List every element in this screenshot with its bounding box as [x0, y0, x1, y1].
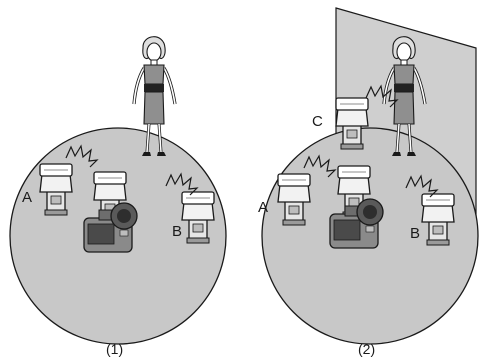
panel-caption-2: (2) — [358, 341, 375, 357]
flash-label-a-1: A — [22, 189, 32, 206]
panel-2: A B C (2) — [258, 7, 479, 357]
flash-label-a-2: A — [258, 199, 268, 216]
flash-label-c-2: C — [312, 113, 323, 130]
panel-caption-1: (1) — [106, 341, 123, 357]
flash-label-b-2: B — [410, 225, 420, 242]
flash-label-b-1: B — [172, 223, 182, 240]
panel-1: A B (1) — [9, 35, 227, 357]
